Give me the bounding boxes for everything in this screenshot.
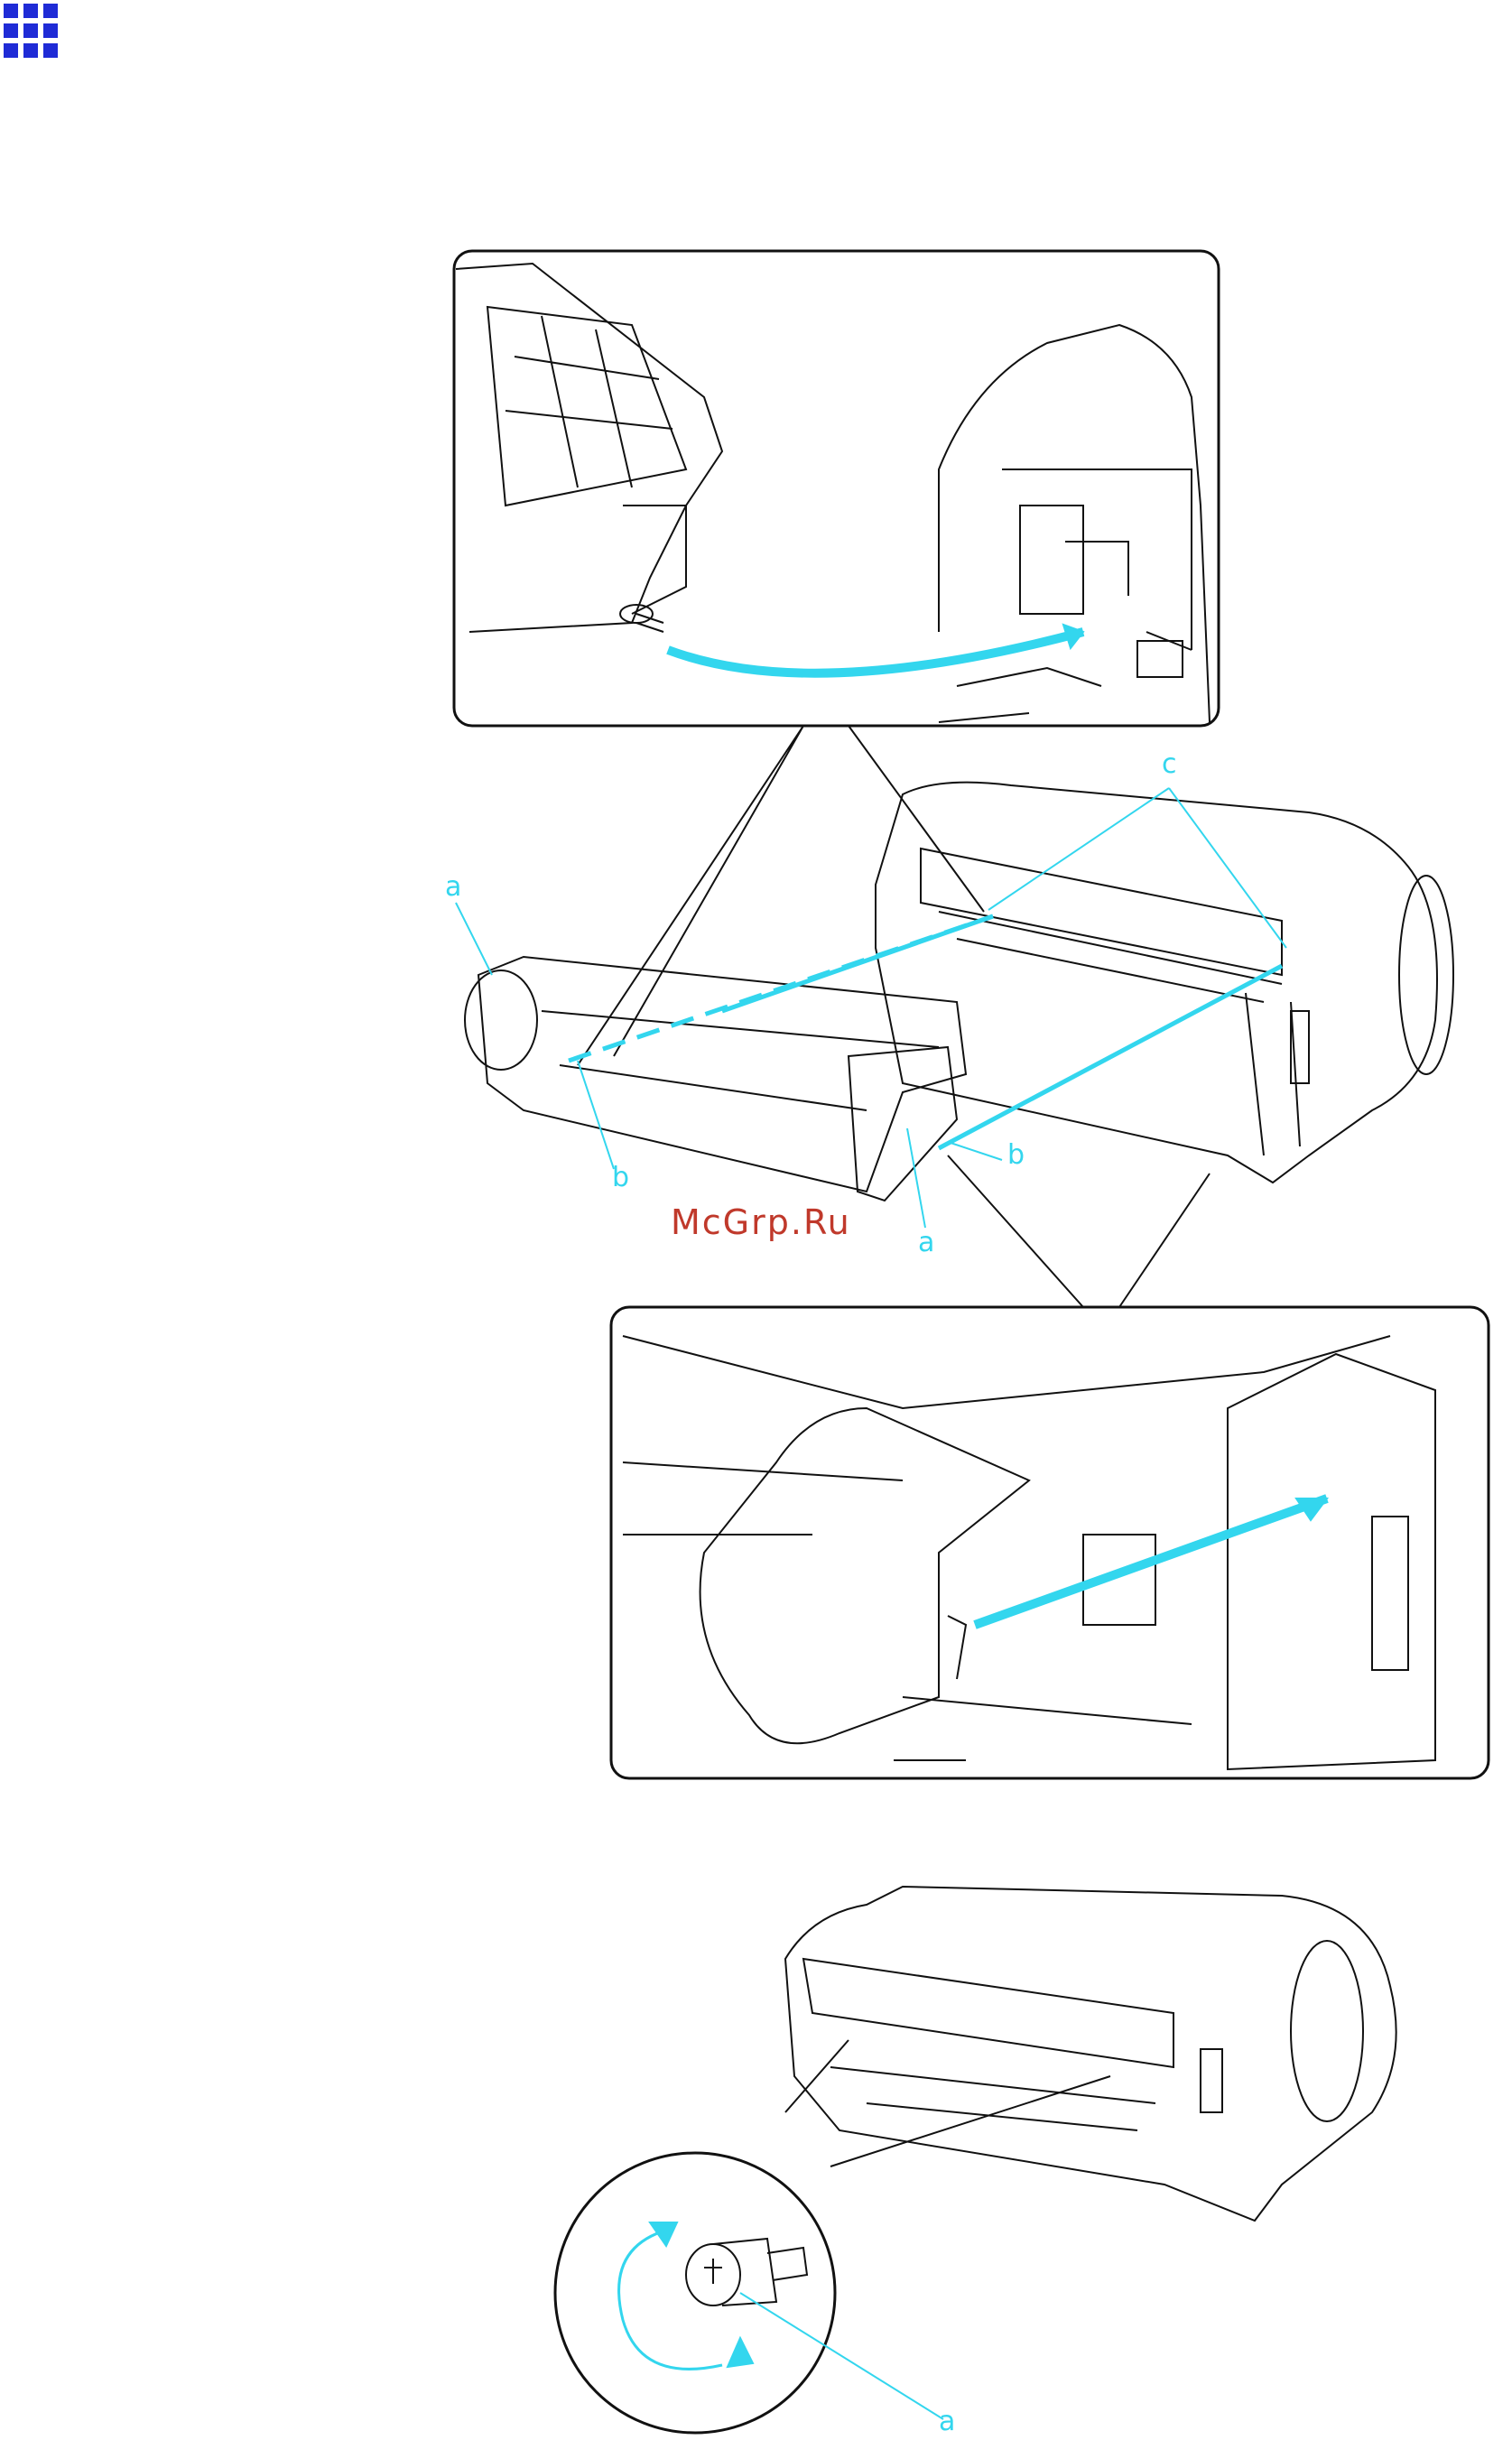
watermark-text: McGrp.Ru bbox=[671, 1202, 851, 1242]
callout-a-right: a bbox=[918, 1229, 934, 1257]
callout-b-left: b bbox=[612, 1164, 629, 1192]
callout-c-top: c bbox=[1162, 751, 1177, 778]
callout-a-screw: a bbox=[939, 2408, 955, 2435]
callout-a-left: a bbox=[445, 874, 461, 901]
detail-box-bottom bbox=[611, 1307, 1489, 1778]
figure2-printer bbox=[785, 1887, 1396, 2221]
callout-b-right: b bbox=[1007, 1142, 1025, 1169]
leader-lines-top bbox=[578, 726, 984, 1065]
main-assembly bbox=[456, 783, 1453, 1228]
leader-lines-bottom bbox=[948, 1155, 1210, 1307]
screw-detail-circle bbox=[555, 2153, 943, 2433]
detail-box-top bbox=[454, 251, 1219, 726]
